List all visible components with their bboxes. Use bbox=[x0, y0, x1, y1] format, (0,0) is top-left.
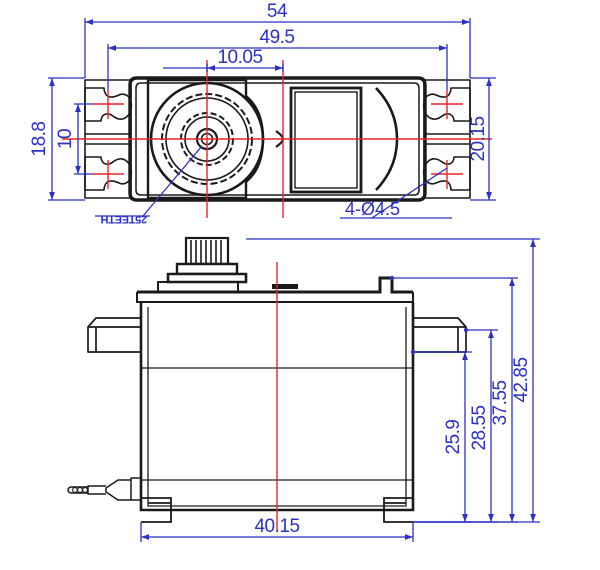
side-view-geometry bbox=[67, 236, 540, 542]
gear-case-plate bbox=[136, 276, 414, 303]
output-spline-shaft bbox=[166, 236, 248, 284]
dim-height-to-flange: 28.55 bbox=[469, 405, 490, 450]
dim-shaft-offset: 10.05 bbox=[217, 47, 262, 68]
bottom-feet bbox=[141, 497, 413, 523]
top-view-dimension-lines bbox=[48, 18, 496, 219]
note-spline-teeth: 25TEETH bbox=[101, 213, 148, 225]
dim-mount-hole-span: 49.5 bbox=[260, 27, 295, 48]
dim-overall-length: 54 bbox=[267, 1, 288, 22]
top-view-geometry bbox=[48, 18, 496, 219]
dim-body-width-top: 10 bbox=[55, 129, 76, 149]
dim-overall-height: 42.85 bbox=[511, 357, 532, 402]
side-view-dimension-lines bbox=[140, 238, 540, 542]
dim-overall-width: 18.8 bbox=[29, 122, 50, 157]
servo-body-top-outline bbox=[128, 76, 427, 202]
top-view-centerlines bbox=[62, 60, 492, 218]
dim-tab-width: 20.15 bbox=[468, 116, 489, 161]
cable-strands bbox=[72, 487, 88, 493]
left-flange-side bbox=[87, 317, 141, 353]
dim-height-to-case-top: 37.55 bbox=[490, 380, 511, 425]
cable-exit bbox=[67, 477, 141, 501]
note-mounting-holes: 4-Ø4.5 bbox=[345, 199, 400, 219]
dim-body-height: 25.9 bbox=[443, 420, 464, 455]
dim-body-width-side: 40.15 bbox=[254, 516, 299, 537]
top-lid-panel bbox=[289, 86, 363, 194]
